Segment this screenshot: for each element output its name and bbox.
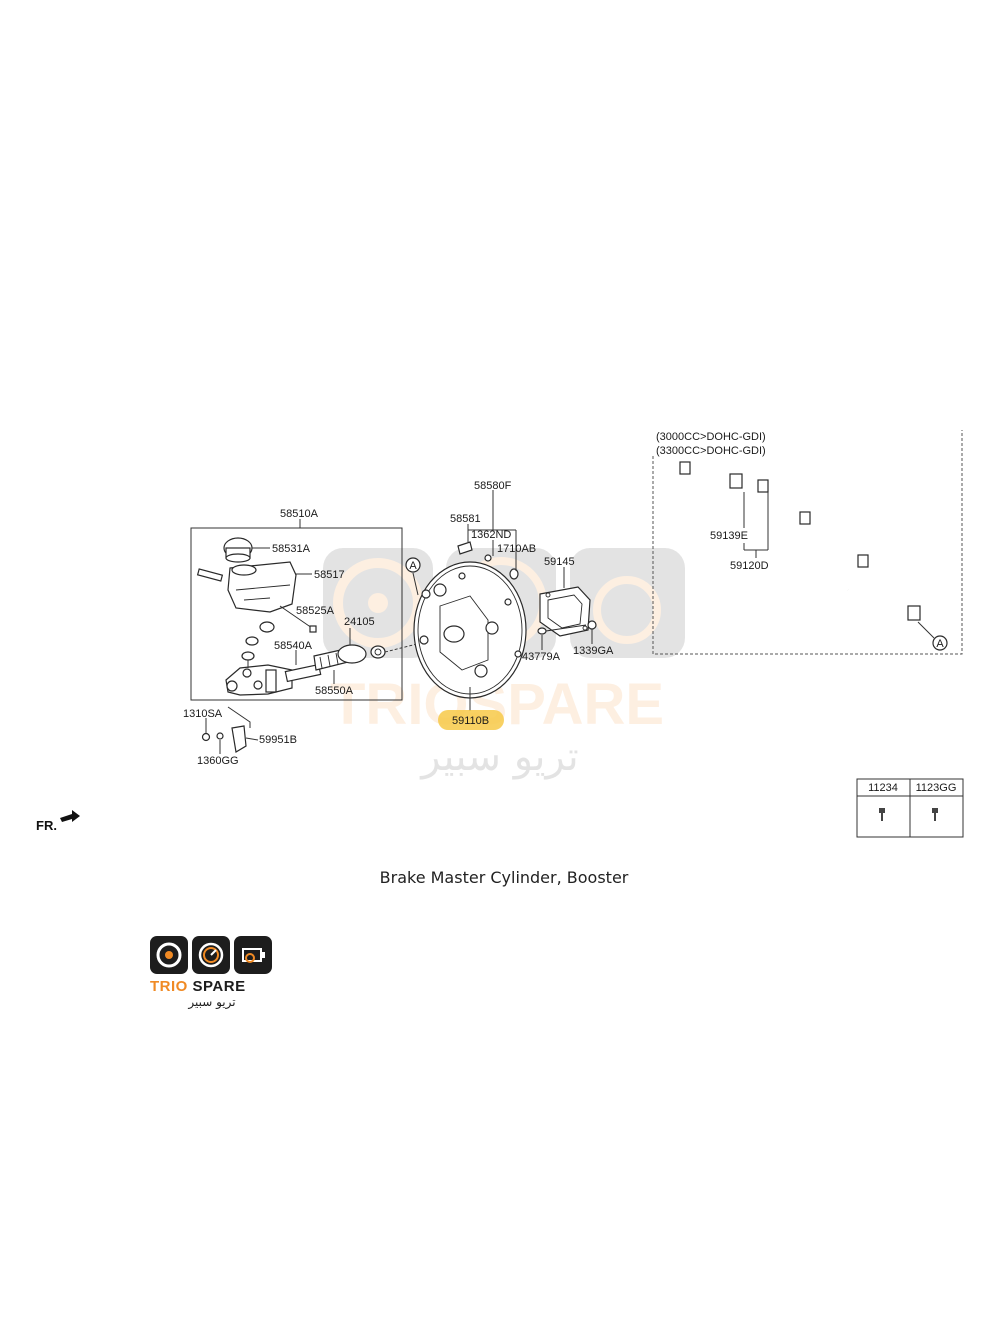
- callout-24105: 24105: [344, 616, 375, 628]
- callout-58510A: 58510A: [280, 508, 319, 520]
- nut-1310SA: [201, 732, 211, 742]
- master-cylinder-body: [225, 664, 293, 696]
- callout-58531A: 58531A: [272, 543, 311, 555]
- front-marker: FR.: [36, 818, 57, 833]
- grommet-1362ND: [484, 554, 492, 562]
- callout-1360GG: 1360GG: [197, 755, 239, 767]
- trio-spare-logo: TRIO SPARE تريو سبير: [150, 936, 274, 1009]
- svg-text:A: A: [409, 560, 417, 572]
- reservoir-pin: [196, 568, 224, 582]
- callout-1710AB: 1710AB: [497, 543, 536, 555]
- ref-circle-a-left: A: [405, 557, 421, 573]
- callout-58581: 58581: [450, 513, 481, 525]
- bolt-icon: [879, 808, 885, 821]
- brake-booster: [413, 561, 527, 699]
- o-ring-24105: [337, 644, 367, 664]
- logo-arabic: تريو سبير: [188, 995, 236, 1009]
- callout-58517: 58517: [314, 569, 345, 581]
- callout-43779A: 43779A: [522, 651, 561, 663]
- fastener-header-1: 11234: [868, 782, 898, 794]
- callout-highlight: [438, 710, 504, 730]
- bolt-icon: [932, 808, 938, 821]
- callout-59145: 59145: [544, 556, 575, 568]
- front-arrow-icon: [60, 810, 80, 822]
- speedometer-icon: [192, 936, 230, 974]
- callout-58525A: 58525A: [296, 605, 335, 617]
- fluid-reservoir: [227, 561, 297, 613]
- vacuum-hose-variant-box: [652, 430, 963, 655]
- ref-circle-a-right: A: [932, 635, 948, 651]
- callout-58580F: 58580F: [474, 480, 512, 492]
- callout-59951B: 59951B: [259, 734, 297, 746]
- callout-59110B: 59110B: [452, 715, 489, 727]
- stud-43779A: [537, 624, 587, 635]
- gasket-59145: [539, 586, 591, 637]
- reservoir-cap: [223, 537, 253, 563]
- diagram-caption: Brake Master Cylinder, Booster: [379, 868, 629, 887]
- check-valve: [457, 541, 473, 555]
- fastener-table: 11234 1123GG: [856, 778, 964, 838]
- master-cylinder-group-box: [190, 527, 403, 701]
- vacuum-hose: [666, 458, 922, 624]
- engine-icon: [234, 936, 272, 974]
- callout-1339GA: 1339GA: [573, 645, 614, 657]
- callout-58550A: 58550A: [315, 685, 354, 697]
- variant-note-1: (3000CC>DOHC-GDI): [656, 431, 766, 443]
- watermark-arabic: تريو سبير: [419, 734, 578, 780]
- variant-note-2: (3300CC>DOHC-GDI): [656, 445, 766, 457]
- speaker-icon: [150, 936, 188, 974]
- svg-text:A: A: [936, 638, 944, 650]
- seal-ring: [370, 645, 386, 659]
- callout-1362ND: 1362ND: [471, 529, 511, 541]
- fastener-header-2: 1123GG: [916, 782, 957, 794]
- bracket-59951B: [231, 725, 259, 753]
- nut-1339GA: [587, 620, 597, 630]
- reservoir-seals: [241, 621, 275, 661]
- callout-58540A: 58540A: [274, 640, 313, 652]
- logo-brand: TRIO SPARE: [150, 978, 246, 995]
- callout-59139E: 59139E: [710, 530, 748, 542]
- callout-59120D: 59120D: [730, 560, 769, 572]
- bolt-58525A: [279, 605, 317, 633]
- bolt-1360GG: [216, 732, 224, 740]
- fitting-1710AB: [509, 568, 519, 580]
- callout-1310SA: 1310SA: [183, 708, 223, 720]
